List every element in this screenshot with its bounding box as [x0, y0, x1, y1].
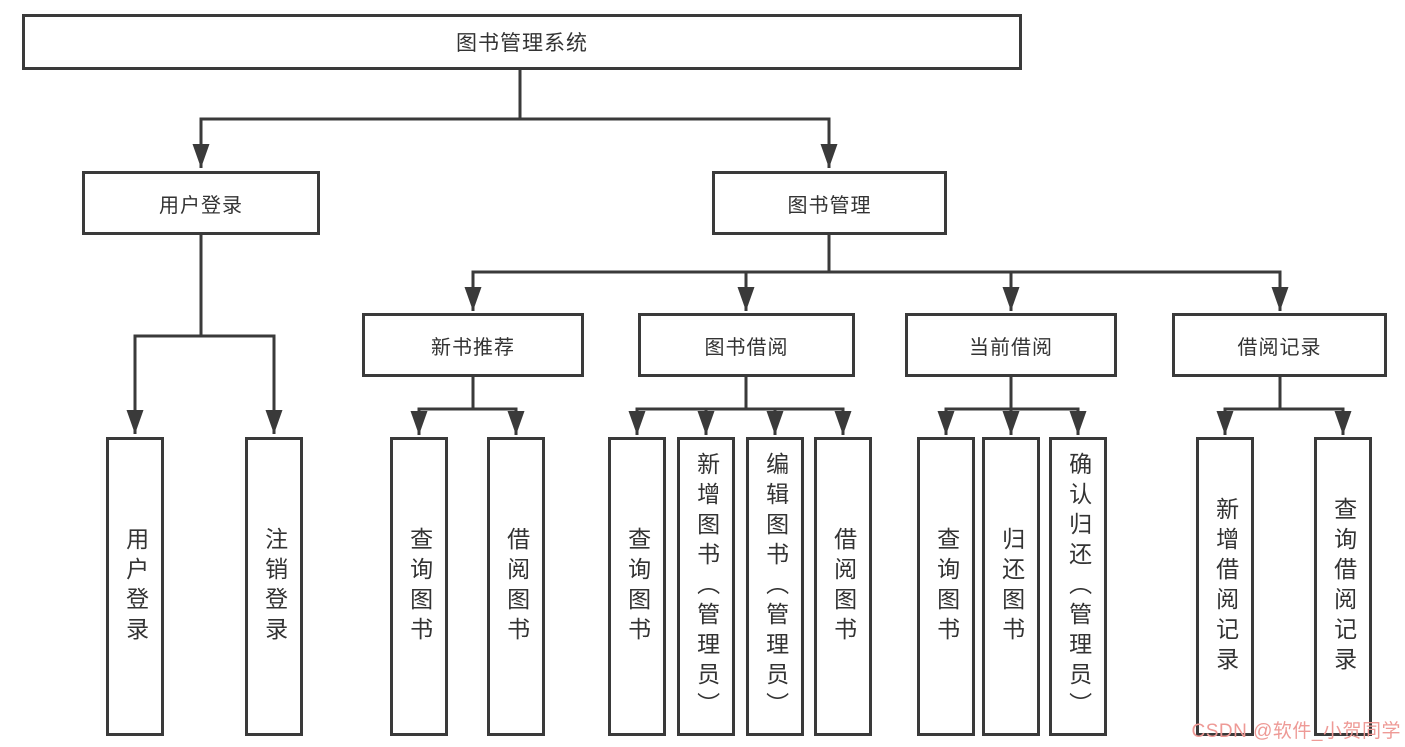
edges-root [192, 70, 838, 168]
leaf-query-books-recommend: 查询图书 [390, 437, 448, 736]
edges-new-book-recommend [410, 377, 525, 435]
leaf-query-borrow-record: 查询借阅记录 [1314, 437, 1372, 736]
node-current-borrow: 当前借阅 [905, 313, 1117, 377]
leaf-add-borrow-record: 新增借阅记录 [1196, 437, 1254, 736]
node-borrow-record: 借阅记录 [1172, 313, 1387, 377]
leaf-borrow-books-recommend: 借阅图书 [487, 437, 545, 736]
edges-user-login [126, 235, 283, 434]
edges-book-management [464, 235, 1289, 311]
leaf-borrow-books: 借阅图书 [814, 437, 872, 736]
edges-borrow-record [1216, 377, 1352, 435]
node-book-borrow: 图书借阅 [638, 313, 855, 377]
node-new-book-recommend: 新书推荐 [362, 313, 584, 377]
edges-current-borrow [937, 377, 1087, 435]
leaf-confirm-return-admin: 确认归还（管理员） [1049, 437, 1107, 736]
leaf-edit-books-admin: 编辑图书（管理员） [746, 437, 804, 736]
leaf-add-books-admin: 新增图书（管理员） [677, 437, 735, 736]
leaf-return-books: 归还图书 [982, 437, 1040, 736]
leaf-query-books-current: 查询图书 [917, 437, 975, 736]
leaf-user-login: 用户登录 [106, 437, 164, 736]
leaf-logout: 注销登录 [245, 437, 303, 736]
edges-book-borrow [628, 377, 852, 435]
node-user-login: 用户登录 [82, 171, 320, 235]
node-book-management: 图书管理 [712, 171, 947, 235]
node-root: 图书管理系统 [22, 14, 1022, 70]
leaf-query-books-borrow: 查询图书 [608, 437, 666, 736]
